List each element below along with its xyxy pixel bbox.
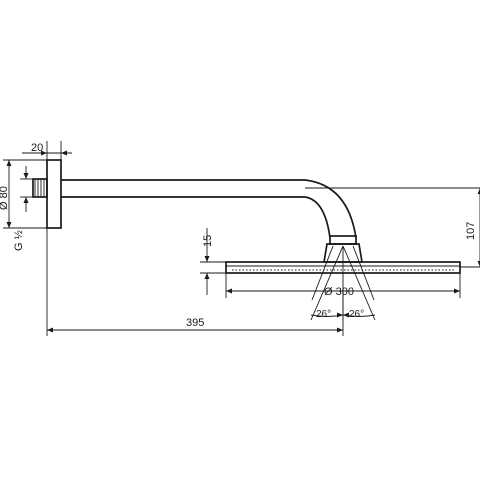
shower-arm-bottom-edge [61,196,331,239]
arrow-thread-top [23,173,29,179]
dim-label-drop-height: 107 [465,222,477,240]
dim-label-flange-diameter: Ø 80 [0,186,10,210]
tilt-line-right-inner [352,245,375,301]
arrow-tilt-left [337,312,343,318]
arrow-395-left [47,327,53,333]
arrow-15-top [204,256,210,262]
arrow-20-right [61,150,67,156]
tilt-line-right [342,245,376,321]
wall-flange [46,159,62,229]
thread-hatching [34,179,45,197]
dim-label-thread: G ½ [13,230,25,251]
arrow-tilt-right [343,312,349,318]
arrow-395-right [337,327,343,333]
ball-joint-collar [329,235,357,245]
dim-label-flange-thickness: 20 [31,142,43,154]
thread-connector [32,178,48,198]
shower-arm-top-edge [61,179,357,239]
arrow-80-top [6,160,12,166]
tilt-line-left-inner [311,245,334,301]
arrow-107-bottom [477,261,480,267]
arrow-20-left [41,150,47,156]
tilt-line-left [310,245,344,321]
arrow-300-left [226,288,232,294]
arrow-107-top [477,188,480,194]
dim-label-head-diameter: Ø 300 [324,286,354,298]
arrow-300-right [454,288,460,294]
arrow-15-bottom [204,273,210,279]
arrow-thread-bottom [23,197,29,203]
dim-label-tilt-left: 26° [316,309,331,320]
dim-label-tilt-right: 26° [349,309,364,320]
dim-label-head-thickness: 15 [202,235,214,247]
dim-label-arm-length: 395 [186,317,204,329]
arrow-80-bottom [6,222,12,228]
